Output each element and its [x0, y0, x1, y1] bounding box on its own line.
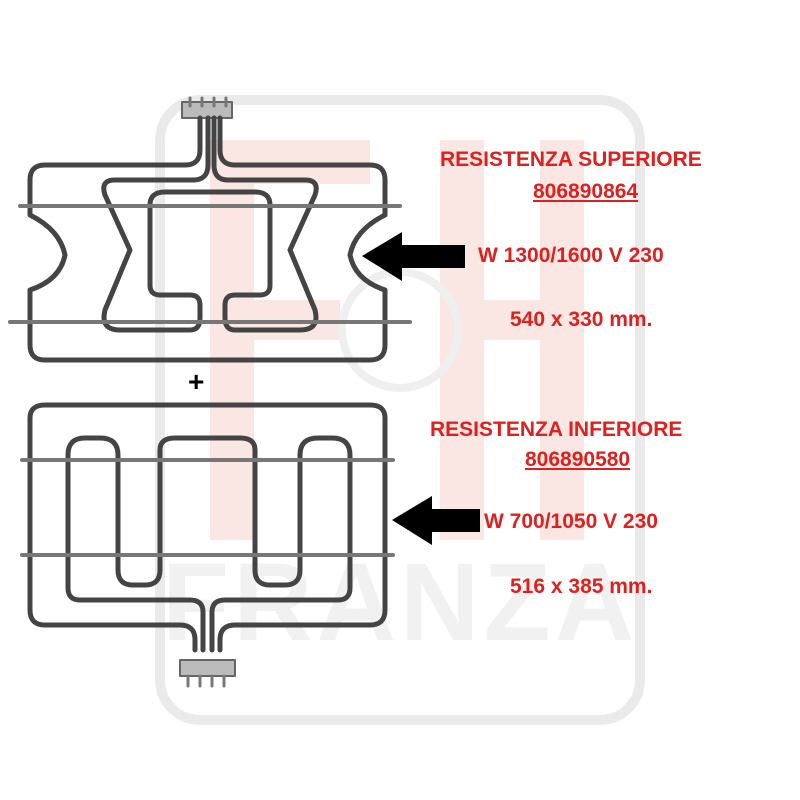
lower-heating-element — [20, 402, 395, 688]
lower-power: W 700/1050 V 230 — [484, 510, 658, 533]
lower-title: RESISTENZA INFERIORE — [430, 418, 683, 441]
upper-power: W 1300/1600 V 230 — [478, 244, 664, 267]
lower-arrow-icon — [392, 496, 480, 545]
franza-watermark-logo: FRANZA — [155, 95, 645, 725]
lower-size: 516 x 385 mm. — [510, 575, 653, 598]
upper-code: 806890864 — [533, 180, 639, 203]
upper-arrow-icon — [362, 232, 465, 281]
lower-code: 806890580 — [525, 448, 631, 471]
plus-sign: + — [188, 366, 205, 397]
upper-title: RESISTENZA SUPERIORE — [440, 148, 702, 171]
upper-size: 540 x 330 mm. — [510, 308, 653, 331]
upper-heating-element — [8, 96, 412, 363]
